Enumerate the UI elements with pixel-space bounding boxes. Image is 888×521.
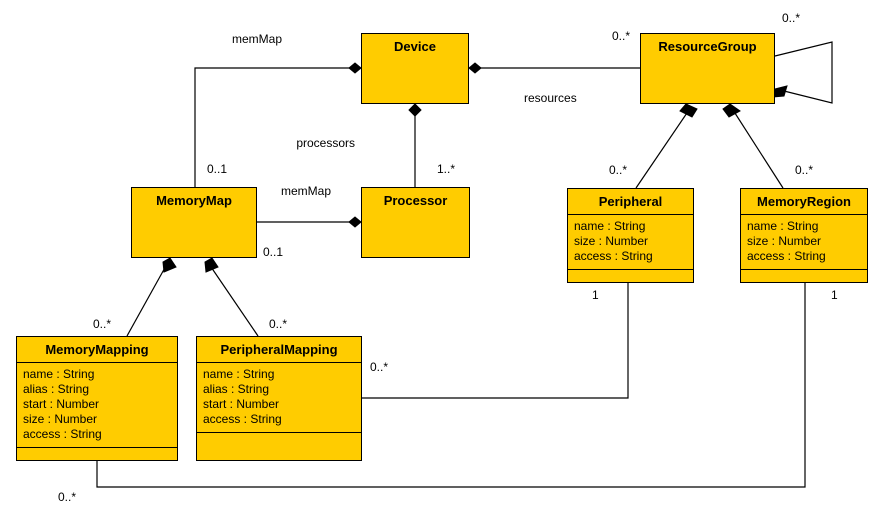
edge-label-memmap-processor: memMap [281, 184, 332, 198]
attribute: start : Number [203, 397, 280, 411]
edge-resourcegroup-memoryregion [722, 103, 784, 189]
edge-memorymap-memorymapping [126, 257, 177, 337]
edge-device-processor [408, 103, 422, 187]
edge-peripheralmapping-peripheral [362, 283, 629, 399]
class-memoryregion[interactable]: MemoryRegion name : String size : Number… [740, 188, 868, 283]
class-memoryregion-attributes: name : String size : Number access : Str… [741, 215, 867, 269]
class-peripheralmapping-attributes: name : String alias : String start : Num… [197, 363, 361, 432]
class-peripheralmapping-title: PeripheralMapping [220, 342, 338, 357]
compartment-separator [197, 432, 361, 433]
multiplicity-memoryregion-one: 1 [831, 288, 838, 302]
edge-label-memmap-device: memMap [232, 32, 283, 46]
compartment-separator [741, 214, 867, 215]
compartment-separator [568, 269, 693, 270]
edge-resourcegroup-peripheral [635, 103, 698, 189]
edge-memorymap-processor [257, 216, 362, 228]
class-memorymapping-attributes: name : String alias : String start : Num… [17, 363, 177, 447]
class-memorymapping-title: MemoryMapping [45, 342, 149, 357]
class-peripheral-operations [568, 270, 693, 284]
edge-label-processors: processors [296, 136, 355, 150]
edge-device-memorymap [194, 62, 362, 187]
class-device[interactable]: Device [361, 33, 469, 104]
attribute: access : String [574, 249, 653, 263]
class-peripheralmapping[interactable]: PeripheralMapping name : String alias : … [196, 336, 362, 461]
attribute: access : String [747, 249, 826, 263]
attribute: name : String [574, 219, 646, 233]
attribute: name : String [23, 367, 95, 381]
multiplicity-memorymap-processor: 0..1 [263, 245, 284, 259]
attribute: start : Number [23, 397, 100, 411]
edge-resourcegroup-self [771, 41, 833, 104]
class-peripheral-title: Peripheral [598, 194, 663, 209]
attribute: name : String [203, 367, 275, 381]
class-memorymap[interactable]: MemoryMap [131, 187, 257, 258]
edge-memorymap-peripheralmapping [204, 257, 259, 337]
multiplicity-memorymapping-memoryregion: 0..* [58, 490, 77, 504]
multiplicity-device-resourcegroup: 0..* [612, 29, 631, 43]
class-memorymap-title: MemoryMap [156, 193, 232, 208]
edge-device-resourcegroup [468, 62, 640, 74]
attribute: access : String [23, 427, 102, 441]
attribute: size : Number [23, 412, 98, 426]
attribute: alias : String [23, 382, 90, 396]
multiplicity-memorymap-device: 0..1 [207, 162, 228, 176]
multiplicity-resourcegroup-self: 0..* [782, 11, 801, 25]
class-resourcegroup[interactable]: ResourceGroup [640, 33, 775, 104]
edge-label-resources: resources [524, 91, 577, 105]
compartment-separator [568, 214, 693, 215]
edge-memorymapping-memoryregion [96, 283, 806, 488]
multiplicity-memorymapping-memorymap: 0..* [93, 317, 112, 331]
multiplicity-memoryregion-resourcegroup: 0..* [795, 163, 814, 177]
compartment-separator [741, 269, 867, 270]
class-processor[interactable]: Processor [361, 187, 470, 258]
class-memorymapping-operations [17, 448, 177, 462]
compartment-separator [17, 362, 177, 363]
class-memoryregion-operations [741, 270, 867, 284]
compartment-separator [17, 447, 177, 448]
multiplicity-peripheral-resourcegroup: 0..* [609, 163, 628, 177]
multiplicity-peripheral-one: 1 [592, 288, 599, 302]
class-device-title: Device [394, 39, 436, 54]
attribute: access : String [203, 412, 282, 426]
compartment-separator [197, 362, 361, 363]
multiplicity-peripheralmapping-memorymap: 0..* [269, 317, 288, 331]
class-processor-title: Processor [383, 193, 448, 208]
class-peripheral-attributes: name : String size : Number access : Str… [568, 215, 693, 269]
attribute: name : String [747, 219, 819, 233]
attribute: size : Number [747, 234, 822, 248]
attribute: size : Number [574, 234, 649, 248]
class-peripheral[interactable]: Peripheral name : String size : Number a… [567, 188, 694, 283]
class-memorymapping[interactable]: MemoryMapping name : String alias : Stri… [16, 336, 178, 461]
attribute: alias : String [203, 382, 270, 396]
multiplicity-processor-device: 1..* [437, 162, 456, 176]
class-resourcegroup-title: ResourceGroup [658, 39, 757, 54]
class-peripheralmapping-operations [197, 433, 361, 447]
multiplicity-peripheralmapping-peripheral: 0..* [370, 360, 389, 374]
class-memoryregion-title: MemoryRegion [757, 194, 851, 209]
